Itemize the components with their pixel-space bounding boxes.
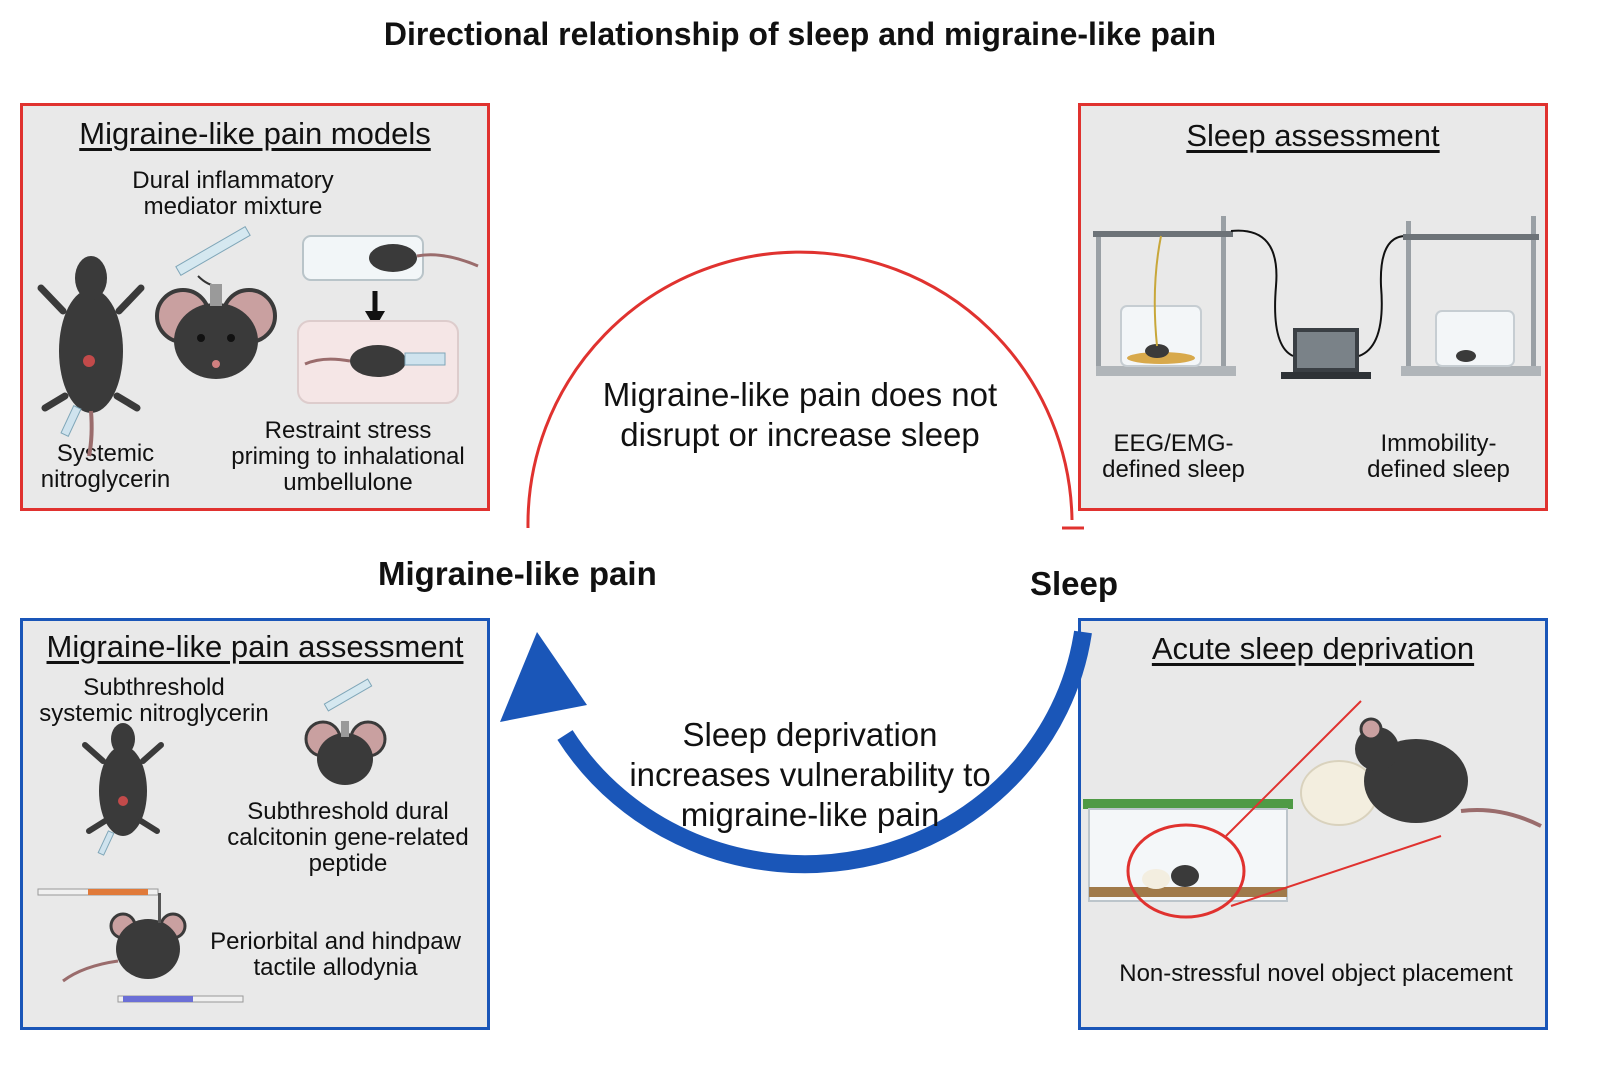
von-frey-filament-icon	[37, 888, 244, 1003]
mouse-face-illustration	[155, 284, 277, 379]
panel-pain-assessment: Migraine-like pain assessment Subthresho…	[20, 618, 490, 1030]
mouse-side-illustration	[1355, 717, 1542, 828]
panel-title-pain-assessment: Migraine-like pain assessment	[46, 629, 464, 664]
node-migraine-like-pain: Migraine-like pain	[378, 555, 657, 592]
panel-sleep-deprivation: Acute sleep deprivation Non-stressful no…	[1078, 618, 1548, 1030]
immobility-rig-illustration	[1401, 216, 1541, 376]
mouse-face-illustration	[304, 678, 387, 785]
eeg-rig-illustration	[1093, 216, 1236, 376]
node-sleep: Sleep	[1030, 565, 1119, 602]
mouse-topdown-illustration	[37, 256, 145, 457]
mouse-standing-illustration	[62, 893, 187, 983]
bottom-arc-arrowhead	[500, 632, 587, 722]
label-eeg-emg-sleep: EEG/EMG-defined sleep	[1102, 430, 1245, 483]
figure-title: Directional relationship of sleep and mi…	[383, 16, 1217, 52]
bottom-arc-facilitation	[557, 630, 1092, 874]
panel-title-sleep-deprivation: Acute sleep deprivation	[1151, 631, 1475, 666]
panel-title-sleep-assessment: Sleep assessment	[1186, 118, 1440, 153]
restraint-tube-illustration	[297, 235, 479, 404]
panel-title-migraine-models: Migraine-like pain models	[79, 116, 431, 151]
laptop-icon	[1230, 229, 1407, 379]
label-immobility-sleep: Immobility-defined sleep	[1367, 430, 1510, 483]
top-arc-inhibition	[526, 250, 1074, 529]
label-novel-object: Non-stressful novel object placement	[1119, 960, 1513, 987]
panel-migraine-models: Migraine-like pain models Dural inflamma…	[20, 103, 490, 511]
cage-illustration	[1083, 700, 1442, 919]
panel-sleep-assessment: Sleep assessment EEG/EMG-defined sleep I…	[1078, 103, 1548, 511]
mouse-topdown-illustration	[82, 723, 164, 856]
